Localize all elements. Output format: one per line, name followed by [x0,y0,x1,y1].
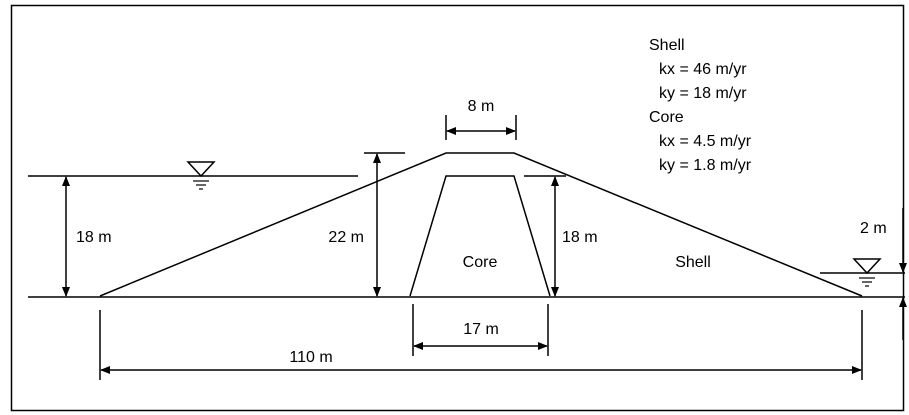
core-zone-label: Core [463,254,498,271]
core-ky-value: ky = 1.8 m/yr [659,157,752,174]
base-length-label: 110 m [289,349,332,366]
diagram-frame [10,4,905,412]
dam-outline [99,152,863,297]
water-level-triangle-icon [852,258,882,287]
shell-kx-value: kx = 46 m/yr [659,61,747,78]
downstream-depth-label: 2 m [860,220,887,237]
water-level-triangle-icon [186,161,216,190]
shell-ky-value: ky = 18 m/yr [659,85,747,102]
shell-properties-heading: Shell [649,37,685,54]
core-outline [409,175,551,297]
core-properties-heading: Core [649,109,684,126]
dam-height-label: 22 m [328,229,364,246]
core-height-label: 18 m [562,229,598,246]
crest-width-label: 8 m [468,98,495,115]
core-base-width-label: 17 m [463,321,499,338]
shell-zone-label: Shell [675,254,711,271]
core-kx-value: kx = 4.5 m/yr [659,133,752,150]
upstream-depth-label: 18 m [76,229,112,246]
